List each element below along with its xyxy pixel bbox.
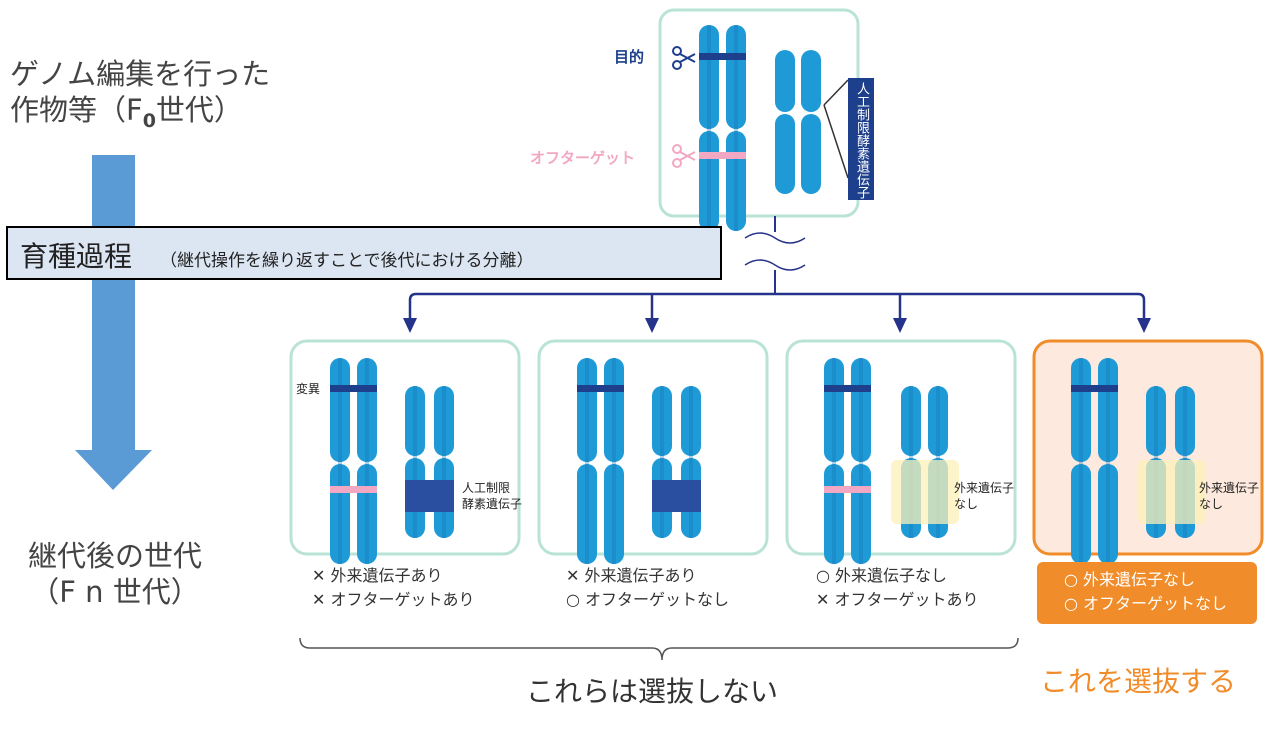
panel4-result-line2: ○ オフターゲットなし (1064, 594, 1228, 613)
enzyme-gene-box (848, 78, 874, 200)
scissors-icon-offtarget (672, 144, 696, 168)
panel1-gene-label-line2: 酵素遺伝子 (462, 497, 523, 511)
panel4-gene-label-line2: なし (1199, 497, 1224, 511)
mutation-label: 変異 (296, 382, 321, 396)
panel1-result: ✕ 外来遺伝子あり ✕ オフターゲットあり (312, 564, 475, 612)
f0-title-line2: 作物等（F0世代） (10, 92, 270, 139)
panel4-gene-label-line1: 外来遺伝子 (1199, 481, 1260, 495)
panel3-gene-label-line1: 外来遺伝子 (954, 481, 1015, 495)
panel3-result-line2: ✕ オフターゲットあり (816, 590, 979, 609)
panel2-result-line1: ✕ 外来遺伝子あり (566, 566, 697, 585)
not-selected-label: これらは選抜しない (526, 675, 779, 708)
panel3-result: ○ 外来遺伝子なし ✕ オフターゲットあり (816, 564, 979, 612)
fn-title-line2: （F n 世代） (30, 575, 200, 609)
enzyme-gene-label: 人工制限酵素遺伝子 (854, 82, 869, 199)
f0-subscript: 0 (142, 110, 156, 132)
selected-label: これを選抜する (1040, 665, 1237, 698)
panel2-result-line2: ○ オフターゲットなし (566, 590, 730, 609)
panel1-gene-label-line1: 人工制限 (462, 481, 511, 495)
fn-title-line1: 継代後の世代 (27, 539, 202, 573)
group-bracket (299, 637, 1019, 661)
panel4-result-line1: ○ 外来遺伝子なし (1064, 570, 1196, 589)
target-label: 目的 (614, 48, 645, 66)
panel1-result-line2: ✕ オフターゲットあり (312, 590, 475, 609)
branch-lines (408, 292, 1146, 322)
panel2-result: ✕ 外来遺伝子あり ○ オフターゲットなし (566, 564, 729, 612)
top-panel (658, 8, 860, 218)
f0-title-line2-post: 世代） (155, 93, 243, 127)
panel3-gene-label-line2: なし (954, 497, 979, 511)
selected-result-box (1037, 562, 1257, 624)
generation-arrow (75, 155, 152, 490)
f0-title-line1: ゲノム編集を行った (10, 57, 271, 91)
panel4-result: ○ 外来遺伝子なし ○ オフターゲットなし (1064, 568, 1227, 616)
process-title: 育種過程 (20, 240, 133, 273)
process-note: （継代操作を繰り返すことで後代における分離） (160, 251, 534, 271)
panel3-gene-label: 外来遺伝子 なし (954, 480, 1014, 512)
panel1-result-line1: ✕ 外来遺伝子あり (312, 566, 443, 585)
breeding-process-box: 育種過程 （継代操作を繰り返すことで後代における分離） (6, 226, 722, 280)
scissors-icon-target (672, 46, 696, 70)
panel1-gene-label: 人工制限 酵素遺伝子 (462, 480, 522, 512)
panel4-gene-label: 外来遺伝子 なし (1199, 480, 1259, 512)
f0-title: ゲノム編集を行った 作物等（F0世代） (10, 56, 270, 139)
fn-title: 継代後の世代 （F n 世代） (20, 538, 210, 610)
f0-title-line2-pre: 作物等（F (10, 93, 143, 127)
offtarget-label: オフターゲット (530, 149, 636, 167)
panel3-result-line1: ○ 外来遺伝子なし (816, 566, 948, 585)
